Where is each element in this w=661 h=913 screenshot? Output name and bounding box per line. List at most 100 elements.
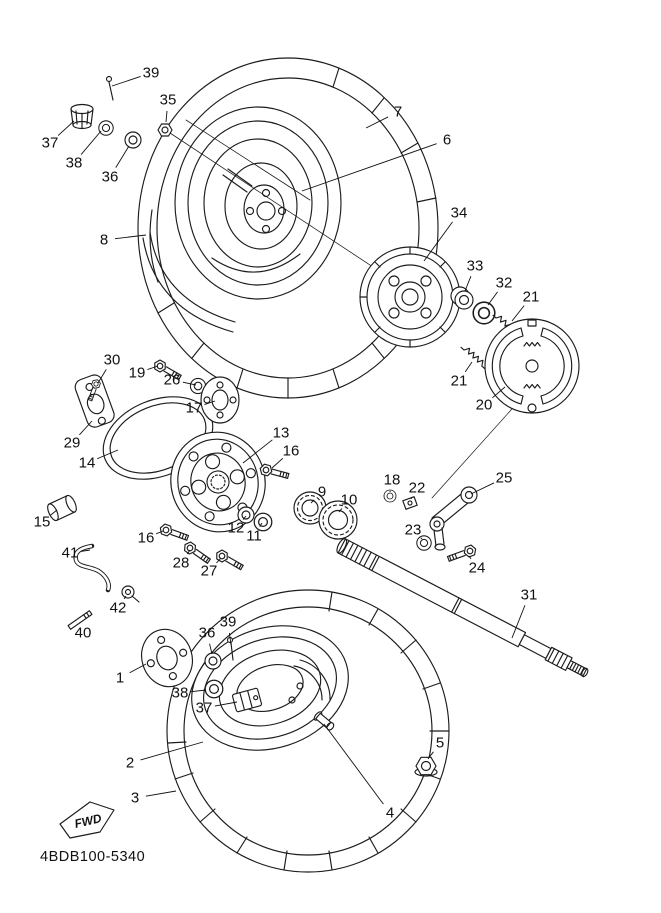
callout-leader-line — [511, 305, 525, 322]
callout-leader-line — [147, 365, 159, 370]
callout-label-8: 8 — [100, 232, 108, 249]
callout-leader-line — [214, 701, 238, 707]
callout-leader-line — [209, 643, 213, 655]
clip-22 — [402, 496, 418, 510]
callout-label-12: 12 — [228, 520, 245, 537]
rod-40 — [67, 610, 93, 630]
callout-label-21: 21 — [451, 373, 468, 390]
top-rim-half — [142, 209, 236, 333]
callout-leader-line — [50, 509, 58, 516]
callout-leader-line — [97, 369, 107, 384]
clamp-42 — [121, 585, 140, 603]
callout-leader-line — [79, 420, 93, 436]
callout-leader-line — [338, 508, 343, 513]
callout-label-27: 27 — [201, 563, 218, 580]
callout-label-16: 16 — [138, 530, 155, 547]
callout-leader-line — [511, 605, 526, 639]
callout-leader-line — [492, 386, 506, 399]
breather-hose-41 — [73, 543, 111, 593]
callout-label-35: 35 — [160, 92, 177, 109]
washer-38-top — [98, 120, 114, 136]
callout-label-34: 34 — [451, 205, 468, 222]
callout-label-21: 21 — [523, 289, 540, 306]
callout-label-2: 2 — [126, 755, 134, 772]
callout-label-36: 36 — [199, 625, 216, 642]
callout-label-6: 6 — [443, 132, 451, 149]
callout-label-26: 26 — [164, 372, 181, 389]
callout-label-4: 4 — [386, 805, 394, 822]
callout-label-7: 7 — [394, 104, 402, 121]
callout-label-11: 11 — [246, 528, 262, 545]
callout-leader-line — [470, 482, 495, 495]
callout-label-14: 14 — [79, 455, 96, 472]
callout-leader-line — [123, 595, 127, 600]
cam-lever-25 — [429, 486, 478, 551]
callout-leader-line — [186, 549, 191, 555]
callout-label-16: 16 — [283, 443, 300, 460]
top-wheel-rim — [174, 106, 342, 300]
callout-leader-line — [427, 751, 434, 760]
callout-label-40: 40 — [75, 625, 92, 642]
callout-label-38: 38 — [66, 155, 83, 172]
callout-leader-line — [165, 110, 168, 123]
nut-5 — [414, 756, 438, 777]
bearing-holder-17 — [200, 376, 240, 424]
callout-leader-line — [190, 689, 207, 693]
callout-label-25: 25 — [496, 470, 513, 487]
callout-label-18: 18 — [384, 472, 401, 489]
hub-13 — [170, 431, 266, 533]
callout-label-20: 20 — [476, 397, 493, 414]
callout-label-41: 41 — [62, 545, 79, 562]
callout-leader-line — [115, 145, 130, 168]
callout-leader-line — [259, 522, 263, 527]
callout-leader-line — [271, 457, 284, 469]
washer-36-top — [124, 131, 142, 149]
callout-leader-line — [310, 499, 315, 504]
callout-label-28: 28 — [173, 555, 190, 572]
callout-label-30: 30 — [104, 352, 121, 369]
callout-leader-line — [111, 76, 141, 87]
washer-38-bottom — [204, 679, 224, 699]
callout-leader-line — [80, 549, 91, 552]
callout-label-32: 32 — [496, 275, 513, 292]
callout-leader-line — [80, 130, 102, 155]
callout-leader-line — [323, 723, 384, 805]
callout-label-17: 17 — [186, 400, 203, 417]
callout-leader-line — [182, 381, 197, 386]
callout-leader-line — [365, 116, 389, 129]
callout-label-33: 33 — [467, 258, 484, 275]
cap-37 — [70, 103, 94, 130]
callout-label-29: 29 — [64, 435, 81, 452]
callout-leader-line — [114, 234, 147, 240]
callout-leader-line — [129, 663, 147, 674]
callout-label-22: 22 — [409, 480, 426, 497]
hub-1 — [141, 628, 193, 688]
bearing-10 — [318, 500, 358, 540]
callout-label-19: 19 — [129, 365, 146, 382]
callout-label-39: 39 — [143, 65, 160, 82]
callout-leader-line — [420, 537, 423, 540]
spacer-15 — [47, 494, 77, 522]
brake-drum-34 — [359, 246, 461, 348]
callout-label-9: 9 — [318, 484, 326, 501]
callout-leader-line — [140, 741, 204, 761]
bolt-16-b — [158, 522, 190, 544]
callout-leader-line — [410, 497, 413, 500]
callout-label-39: 39 — [220, 614, 237, 631]
brake-shoe-assembly-20 — [484, 318, 580, 414]
callout-label-31: 31 — [521, 587, 538, 604]
callout-leader-line — [468, 555, 472, 560]
bottom-rim-internals — [288, 659, 331, 704]
collar-33 — [450, 286, 474, 310]
callout-leader-line — [487, 291, 498, 306]
axle-31 — [336, 538, 589, 678]
anchor-plate-29 — [74, 374, 115, 428]
callout-leader-line — [464, 276, 472, 292]
callout-leader-line — [228, 632, 232, 646]
callout-leader-line — [242, 439, 273, 464]
callout-label-24: 24 — [469, 560, 486, 577]
fwd-arrow: FWD — [59, 801, 115, 839]
washer-36-bottom — [204, 652, 222, 670]
